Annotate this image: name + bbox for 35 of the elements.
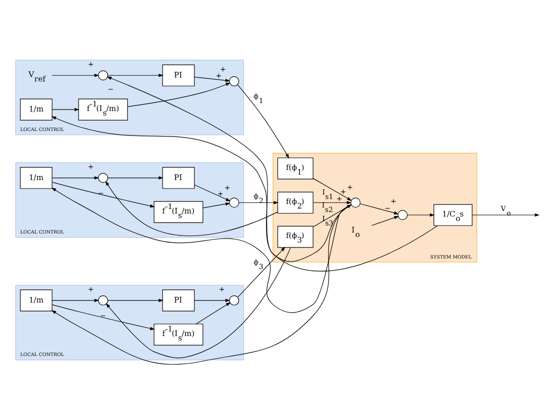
- arrow: [371, 216, 399, 226]
- arrow: [52, 108, 80, 112]
- arrow: [194, 76, 230, 82]
- arrow: [106, 247, 291, 358]
- arrow: [360, 203, 399, 214]
- arrow: [194, 298, 230, 302]
- arrow: [108, 176, 164, 180]
- node-circle: [98, 172, 108, 183]
- node-circle: [398, 210, 408, 220]
- node-circle: [229, 76, 240, 86]
- arrow: [52, 74, 100, 78]
- node-circle: [350, 198, 360, 208]
- arrow: [196, 302, 231, 324]
- arrow: [238, 200, 278, 204]
- arrow: [108, 298, 164, 302]
- arrow: [312, 200, 352, 204]
- arrow: [52, 304, 155, 330]
- arrow: [202, 202, 230, 208]
- arrow: [312, 178, 352, 201]
- node-circle: [229, 198, 240, 208]
- arrow: [106, 76, 438, 272]
- arrow: [237, 84, 290, 159]
- arrow: [238, 246, 286, 298]
- arrow: [52, 182, 155, 208]
- arrow: [194, 184, 231, 202]
- arrow: [127, 82, 230, 107]
- arrow: [108, 74, 164, 78]
- arrow: [105, 180, 278, 236]
- arrow: [52, 298, 100, 302]
- node-circle: [98, 295, 108, 306]
- node-circle: [229, 295, 240, 306]
- arrow: [52, 176, 100, 180]
- arrow: [472, 213, 540, 217]
- node-circle: [98, 70, 108, 80]
- arrow: [407, 213, 435, 217]
